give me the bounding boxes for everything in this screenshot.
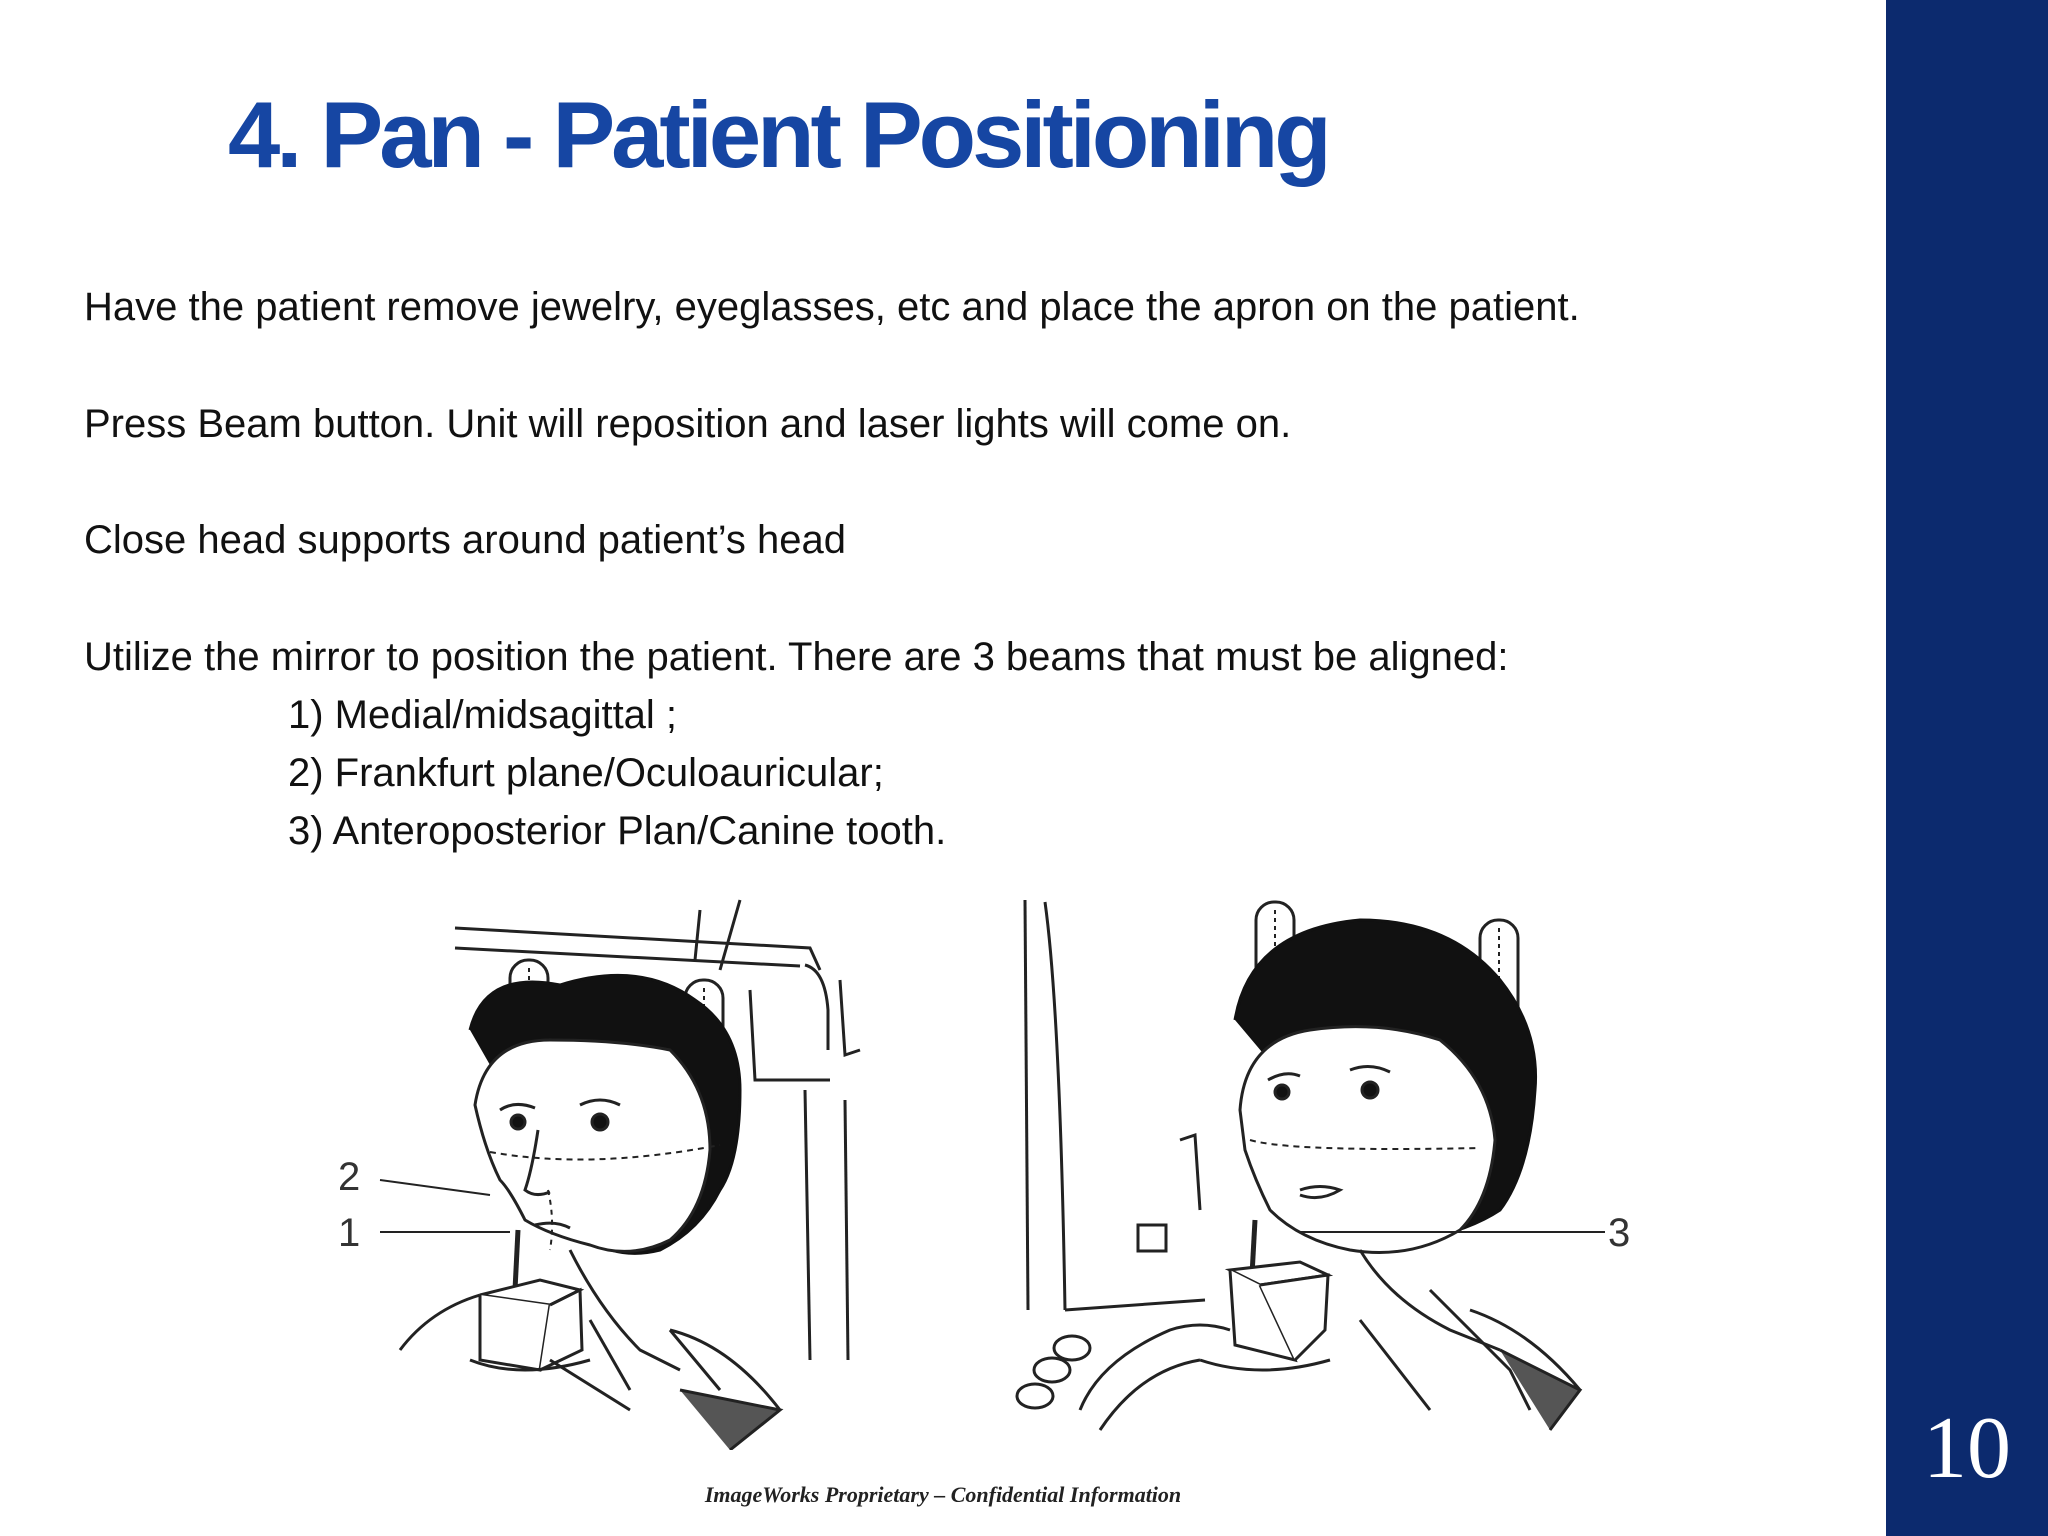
right-machine-frame (1023, 899, 1206, 1312)
instruction-remove-jewelry: Have the patient remove jewelry, eyeglas… (84, 285, 1580, 329)
page-number: 10 (1923, 1400, 2011, 1497)
beam-item-3: 3) Anteroposterior Plan/Canine tooth. (288, 809, 947, 853)
instruction-use-mirror: Utilize the mirror to position the patie… (84, 635, 1509, 679)
callout-1: 1 (338, 1211, 360, 1255)
right-chin-rest (1199, 1219, 1334, 1372)
callout-3: 3 (1608, 1211, 1630, 1255)
left-patient-body (398, 1249, 784, 1450)
right-patient-head (1233, 918, 1538, 1254)
beam-item-1: 1) Medial/midsagittal ; (288, 693, 678, 737)
sidebar-band (1886, 0, 2048, 1536)
instruction-press-beam: Press Beam button. Unit will reposition … (84, 402, 1292, 446)
left-patient-head (468, 973, 742, 1255)
positioning-illustration: 2 1 3 (338, 899, 1630, 1450)
instruction-close-head-supports: Close head supports around patient’s hea… (84, 518, 847, 562)
callout-line-2 (379, 1179, 491, 1196)
beam-item-2: 2) Frankfurt plane/Oculoauricular; (288, 751, 884, 795)
right-patient-body (1015, 1249, 1583, 1431)
left-chin-rest (469, 1229, 591, 1372)
confidential-footer: ImageWorks Proprietary – Confidential In… (704, 1482, 1182, 1507)
callout-2: 2 (338, 1155, 360, 1199)
left-machine-frame (454, 899, 861, 1361)
page-title: 4. Pan - Patient Positioning (228, 82, 1332, 187)
